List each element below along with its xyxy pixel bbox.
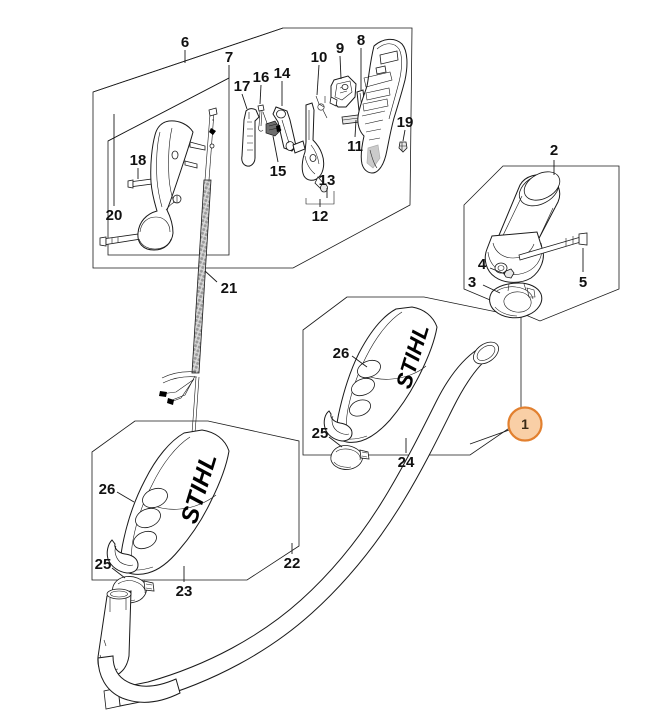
part-9-interlock [329,75,357,108]
callout-label-15[interactable]: 15 [270,163,287,180]
part-22-drive-tube [97,341,499,710]
part-2-loop-handle [484,171,588,319]
panel-23-frame [91,420,300,581]
leader-16 [259,84,262,105]
leader-10 [316,64,320,96]
callout-label-11[interactable]: 11 [347,138,363,155]
leader-1 [469,429,510,445]
panel-2-frame [463,165,620,322]
leader-4 [489,267,506,275]
part-16-spring-clip [257,104,265,132]
leader-21 [204,270,218,283]
callout-label-26b[interactable]: 26 [333,345,350,362]
callout-label-22[interactable]: 22 [284,555,301,572]
callout-label-2[interactable]: 2 [550,142,558,159]
callout-label-24[interactable]: 24 [398,454,415,471]
callout-label-4[interactable]: 4 [478,256,487,273]
callout-label-17[interactable]: 17 [234,78,251,95]
leader-15 [272,135,279,163]
panel-6-frame [92,27,413,269]
part-19-grommet [398,141,408,153]
panel-7-frame [107,77,230,256]
callout-label-9[interactable]: 9 [336,40,344,57]
callout-label-25b[interactable]: 25 [312,425,329,442]
callout-label-19[interactable]: 19 [397,114,414,131]
callout-label-6[interactable]: 6 [181,34,189,51]
part-7-handle-housing [137,120,206,251]
leader-9 [339,55,342,80]
callout-1-circle[interactable] [507,406,543,442]
callout-label-5[interactable]: 5 [579,274,587,291]
callout-label-8[interactable]: 8 [357,32,365,49]
callout-label-10[interactable]: 10 [311,49,328,66]
leader-17 [241,93,248,110]
leader-25b [328,436,343,448]
callout-label-20[interactable]: 20 [106,207,123,224]
part-24-barrier-bar-right [323,306,438,470]
part-14-connecting-lever [272,106,306,154]
handle-housing-right-shell [357,38,408,174]
part-10-torsion-spring [315,95,328,119]
part-21-throttle-cable [159,107,218,472]
callout-label-21[interactable]: 21 [221,280,238,297]
leader-11 [354,119,357,138]
panel-24-frame [302,296,522,456]
callout-label-7[interactable]: 7 [225,49,233,66]
part-23-barrier-bar-left [106,429,230,604]
callout-label-12[interactable]: 12 [312,208,329,225]
callout-label-23[interactable]: 23 [176,583,193,600]
callout-label-25[interactable]: 25 [95,556,112,573]
leader-26b [351,355,368,368]
part-18-pan-screw [127,178,153,189]
part-13-throttle-trigger [301,102,335,205]
leader-3 [482,284,501,294]
callout-label-18[interactable]: 18 [130,152,147,169]
callout-label-14[interactable]: 14 [274,65,291,82]
leader-25 [111,567,126,579]
callout-label-26[interactable]: 26 [99,481,116,498]
callout-label-3[interactable]: 3 [468,274,476,291]
part-15-cable-nipple [262,111,282,137]
callout-1-highlighted[interactable]: 1 [507,406,543,442]
callout-leaders [111,48,584,582]
part-17-slider [241,108,260,167]
leader-26 [116,491,135,503]
leader-19 [402,129,406,142]
callout-label-16[interactable]: 16 [253,69,270,86]
callout-label-13[interactable]: 13 [319,172,336,189]
callout-labels: 6 7 8 9 10 11 12 13 14 15 16 17 18 19 20… [95,32,588,600]
callout-label-1[interactable]: 1 [521,416,529,432]
